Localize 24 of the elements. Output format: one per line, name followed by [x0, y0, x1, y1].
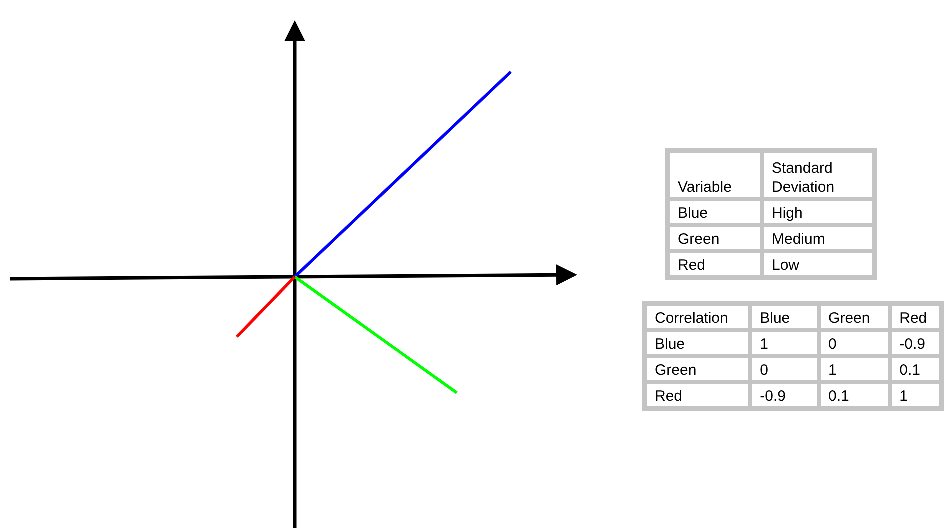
table-cell: 0.1 [890, 356, 941, 382]
table-cell: 0.1 [818, 382, 890, 408]
table-cell: 1 [890, 382, 941, 408]
table-cell: -0.9 [890, 330, 941, 356]
table-cell: -0.9 [750, 382, 819, 408]
table-cell: Low [762, 251, 874, 277]
table-cell: Medium [762, 225, 874, 251]
header-cell: Blue [645, 330, 750, 356]
table-cell: 1 [818, 356, 890, 382]
header-cell: Green [645, 356, 750, 382]
header-cell: Green [668, 225, 762, 251]
table-cell: 1 [750, 330, 819, 356]
header-cell: Red [668, 251, 762, 277]
table-cell: High [762, 199, 874, 225]
header-cell: Red [890, 304, 941, 330]
header-cell: Green [818, 304, 890, 330]
header-cell: Correlation [645, 304, 750, 330]
table-cell: 0 [818, 330, 890, 356]
header-cell: Blue [668, 199, 762, 225]
header-cell: Variable [668, 151, 762, 199]
header-cell: Red [645, 382, 750, 408]
header-cell: Blue [750, 304, 819, 330]
table-cell: 0 [750, 356, 819, 382]
header-cell: Standard Deviation [762, 151, 874, 199]
